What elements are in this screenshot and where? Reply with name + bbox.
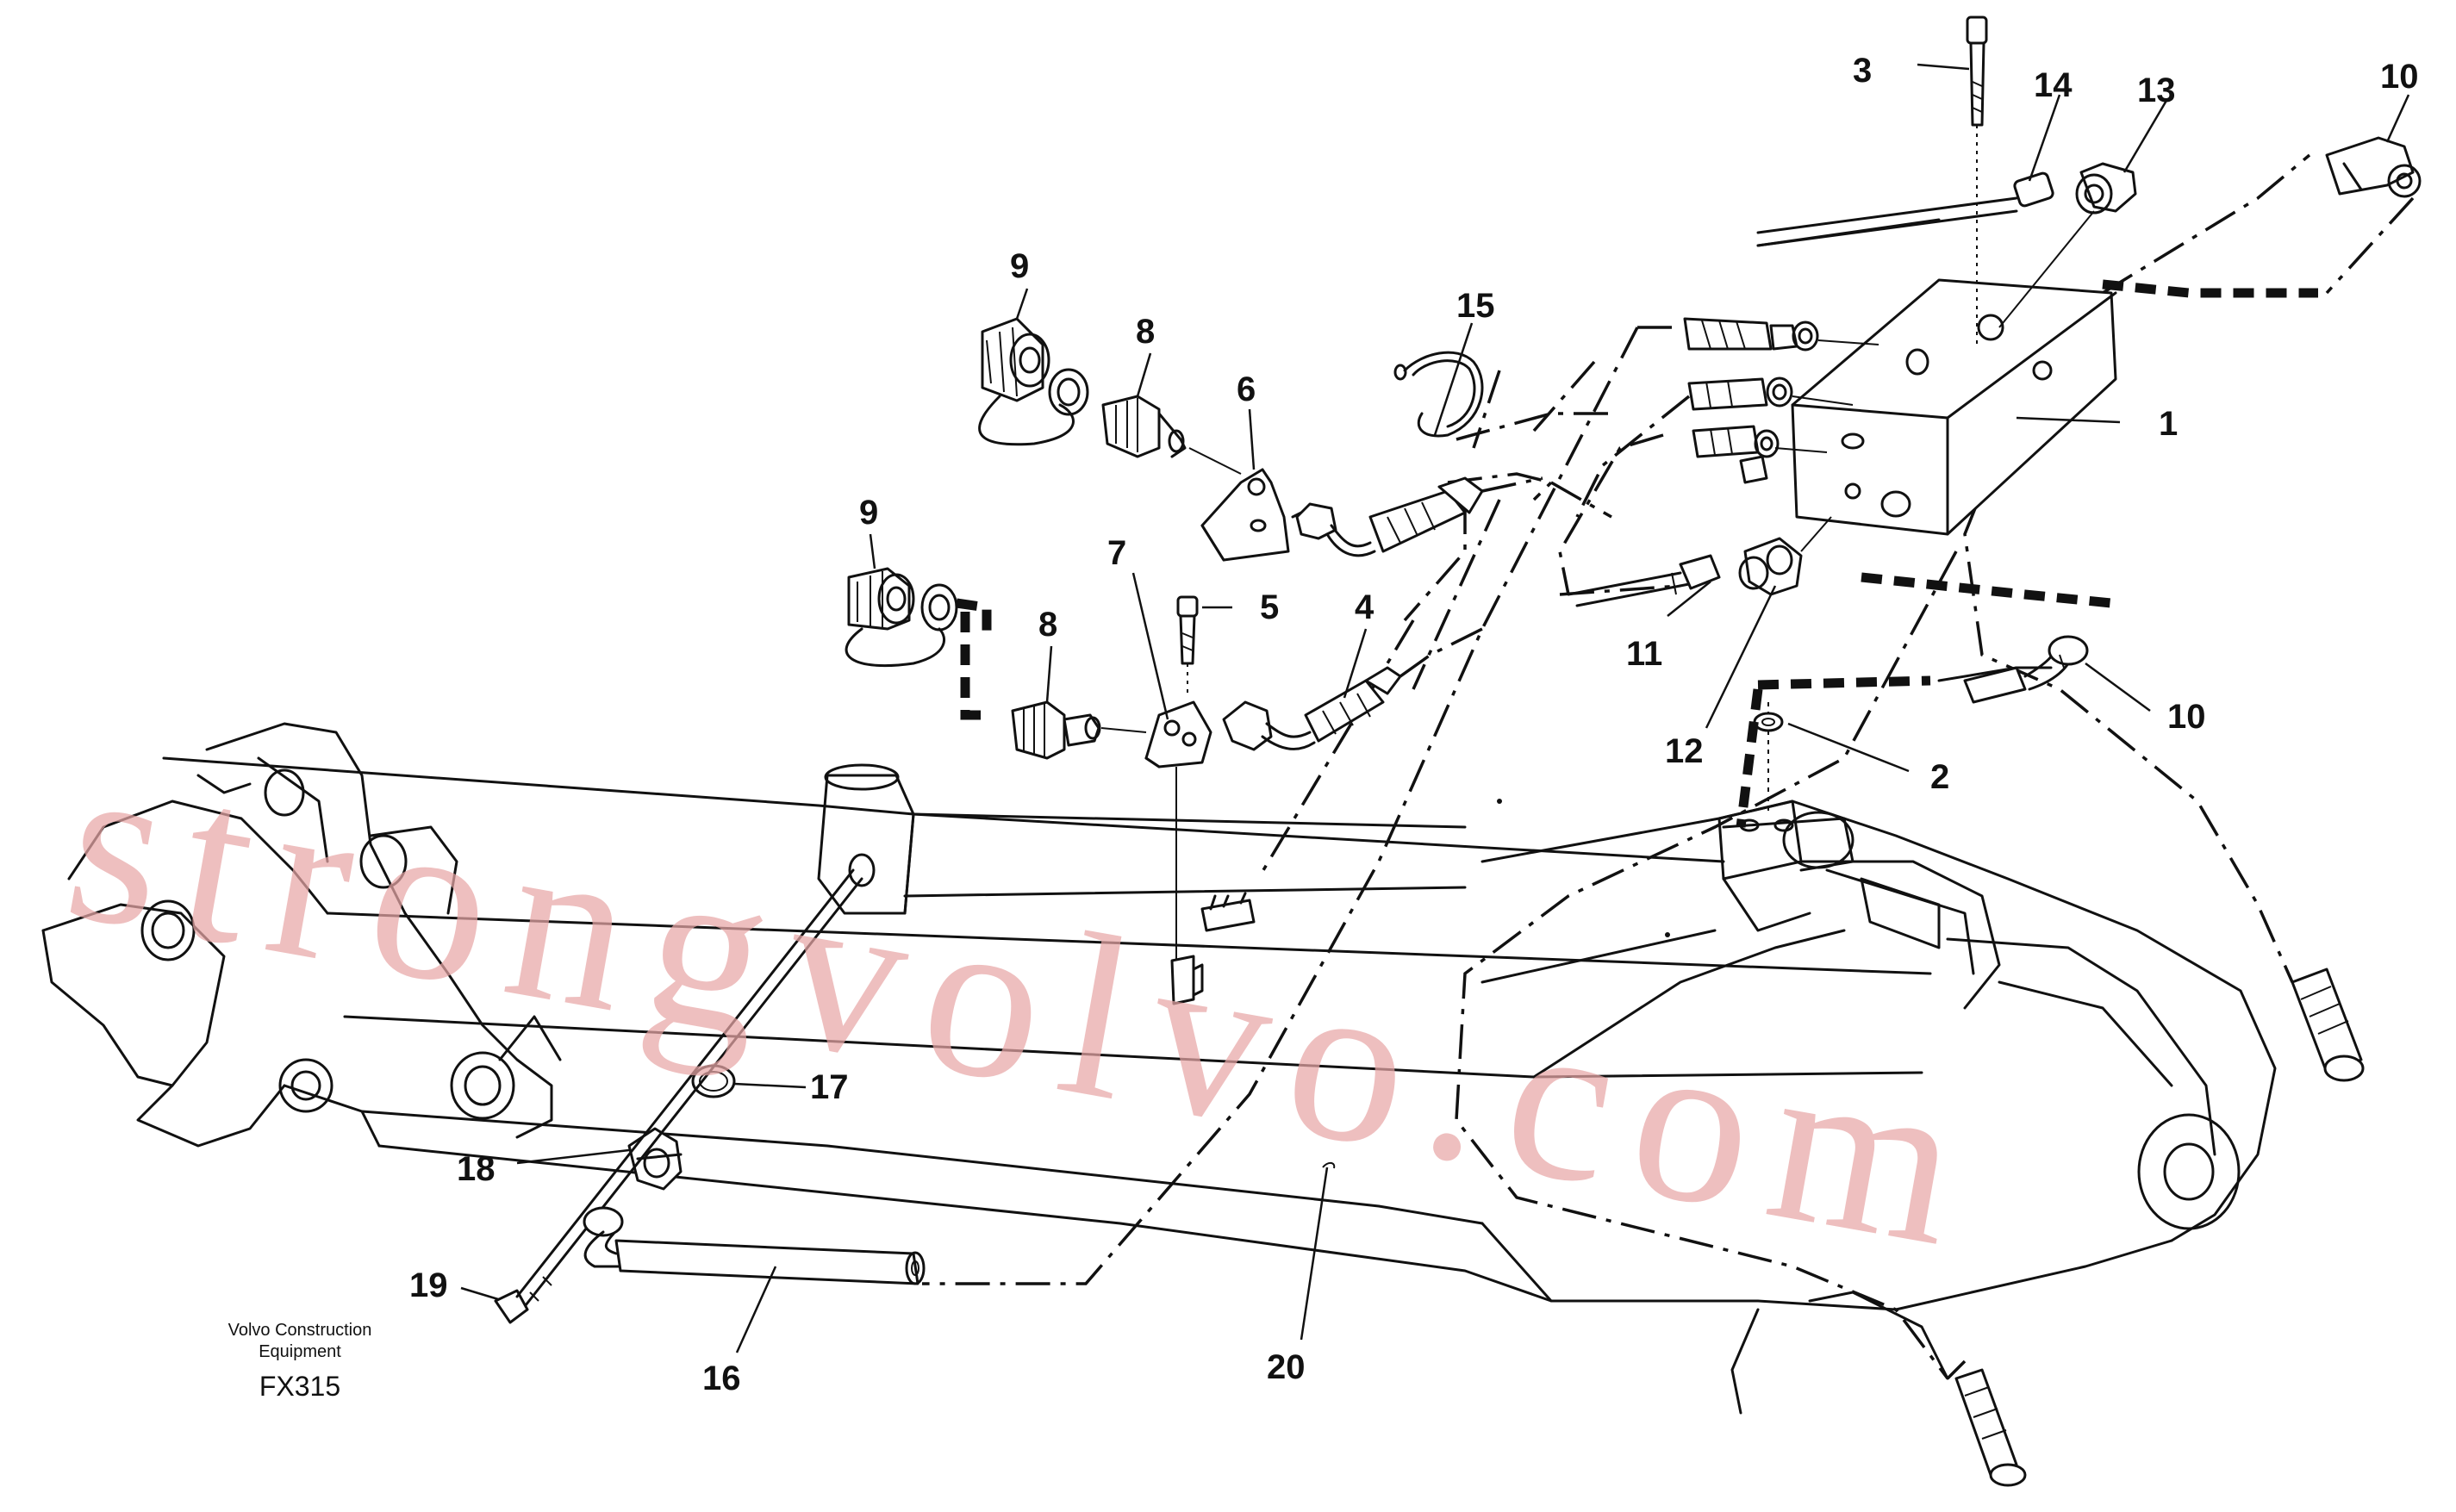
dot-mark: [1665, 932, 1670, 937]
callouts: 1 2 3 4 5 6 7 8 8 9 9 10 10 11 12 13 14 …: [409, 52, 2419, 1397]
part-nipple-8-lower: [1011, 700, 1147, 760]
part-fitting-boom-bottom: [1946, 1360, 2027, 1487]
callout-19: 19: [409, 1266, 448, 1304]
part-elbow-10-upper: [2325, 136, 2422, 295]
part-bolt-19: [494, 868, 863, 1324]
part-fitting-boom-right: [2291, 968, 2365, 1082]
leader-lines: [460, 63, 2410, 1353]
hose-routing-lines: [922, 153, 2318, 1380]
part-bolt-3: [1966, 16, 1988, 345]
callout-18: 18: [457, 1150, 496, 1188]
part-hose-16: [583, 1206, 926, 1285]
part-clamp-18: [627, 1127, 683, 1191]
watermark-text: strongvolvo.com: [52, 710, 1999, 1299]
part-nipple-8-upper: [1101, 395, 1242, 475]
part-hose-10-lower: [1937, 635, 2089, 704]
part-bracket-7: [1144, 700, 1212, 991]
parts: [494, 16, 2422, 1487]
callout-10a: 10: [2380, 58, 2419, 96]
callout-10b: 10: [2167, 698, 2206, 736]
callout-16: 16: [702, 1360, 741, 1397]
callout-4: 4: [1355, 588, 1374, 626]
caption-block: Volvo Construction Equipment FX315: [228, 1321, 372, 1402]
callout-11: 11: [1626, 635, 1662, 673]
part-fittings-valve-left: [1683, 317, 1879, 484]
callout-3: 3: [1853, 52, 1872, 90]
part-hose-upper: [1291, 476, 1543, 557]
part-washer-2: [1753, 702, 1784, 814]
part-cap-9-upper: [978, 317, 1089, 446]
callout-9b: 9: [859, 494, 878, 532]
callout-8a: 8: [1136, 313, 1155, 351]
caption-company-line2: Equipment: [259, 1342, 341, 1361]
part-valve-block: [1791, 278, 2117, 536]
callout-9a: 9: [1010, 247, 1029, 285]
part-clip-15: [1393, 351, 1484, 438]
part-brackets-small: [1170, 892, 1256, 1005]
part-pipe-14: [1756, 171, 2054, 247]
callout-8b: 8: [1038, 606, 1057, 644]
part-20-marker: [1322, 1161, 1336, 1169]
caption-company: Volvo Construction: [228, 1321, 372, 1340]
callout-15: 15: [1456, 287, 1495, 325]
boom-structure: [41, 722, 2277, 1415]
callout-2: 2: [1930, 758, 1949, 796]
part-elbow-12: [1738, 516, 1832, 596]
callout-1: 1: [2159, 405, 2178, 443]
callout-17: 17: [810, 1068, 849, 1106]
part-bolt-5: [1176, 595, 1199, 698]
part-cap-9-lower: [845, 567, 992, 668]
callout-5: 5: [1260, 588, 1279, 626]
dot-mark: [1497, 799, 1502, 804]
callout-7: 7: [1107, 534, 1126, 572]
caption-code: FX315: [259, 1371, 340, 1402]
part-elbow-13: [1998, 162, 2137, 328]
part-pipe-11: [1567, 554, 1721, 607]
part-hose-4: [1222, 627, 1483, 751]
part-bracket-6: [1200, 468, 1290, 562]
callout-20: 20: [1267, 1348, 1306, 1386]
callout-14: 14: [2034, 66, 2073, 104]
callout-12: 12: [1665, 732, 1704, 770]
callout-13: 13: [2137, 72, 2176, 109]
callout-6: 6: [1237, 370, 1256, 408]
